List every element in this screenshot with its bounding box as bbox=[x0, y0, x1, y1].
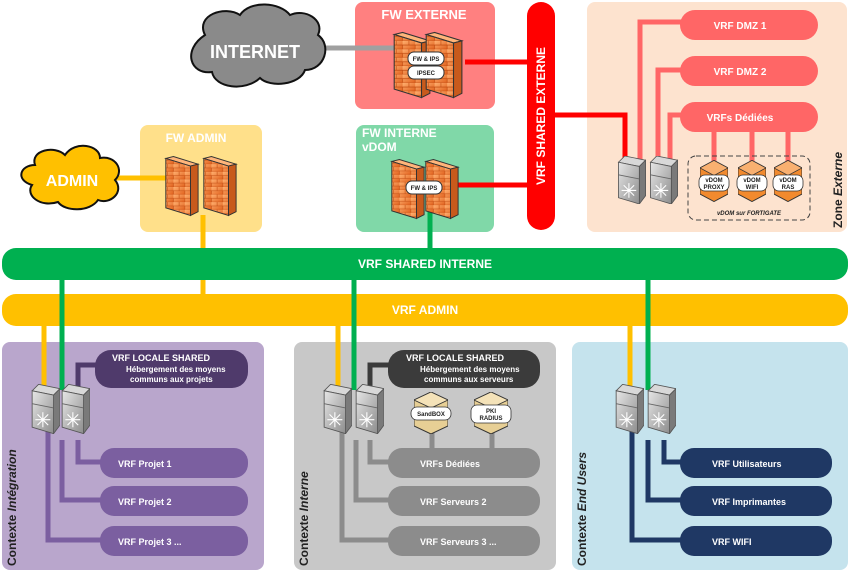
internet-label: INTERNET bbox=[210, 42, 300, 62]
server-pki-radius: PKI RADIUS bbox=[470, 392, 512, 434]
integration-shared-vrf: VRF LOCALE SHARED Hébergement des moyens… bbox=[95, 350, 248, 388]
svg-text:VRF LOCALE SHARED: VRF LOCALE SHARED bbox=[406, 353, 505, 363]
fw-externe-badge-ipsec: IPSEC bbox=[407, 65, 445, 80]
yellow-drops bbox=[41, 326, 633, 342]
vrf-projet-1: VRF Projet 1 bbox=[100, 448, 248, 478]
svg-text:communs aux projets: communs aux projets bbox=[130, 375, 213, 384]
switch-icon bbox=[615, 384, 644, 434]
svg-text:FW & IPS: FW & IPS bbox=[411, 186, 438, 192]
switch-icon bbox=[647, 384, 676, 434]
vrf-shared-interne-bar bbox=[2, 248, 848, 280]
switch-icon bbox=[617, 156, 646, 204]
svg-text:PKI: PKI bbox=[486, 409, 496, 415]
svg-text:VRFs Dédiées: VRFs Dédiées bbox=[707, 113, 774, 124]
svg-text:VRF Imprimantes: VRF Imprimantes bbox=[712, 497, 786, 507]
switch-icon bbox=[649, 156, 678, 204]
vdom-wifi: vDOM WIFI bbox=[736, 160, 768, 202]
server-sandbox: SandBOX bbox=[410, 392, 452, 434]
svg-text:Hébergement des moyens: Hébergement des moyens bbox=[126, 365, 226, 374]
vrf-admin-bar bbox=[2, 294, 848, 326]
svg-text:VRFs Dédiées: VRFs Dédiées bbox=[420, 459, 480, 469]
switch-icon bbox=[355, 384, 384, 434]
vrf-admin-label: VRF ADMIN bbox=[392, 303, 458, 317]
fw-interne-subtitle: vDOM bbox=[362, 140, 397, 154]
svg-text:VRF WIFI: VRF WIFI bbox=[712, 537, 752, 547]
zone-externe-link bbox=[550, 112, 628, 160]
svg-text:VRF Utilisateurs: VRF Utilisateurs bbox=[712, 459, 782, 469]
svg-text:SandBOX: SandBOX bbox=[417, 412, 445, 418]
vrf-wifi: VRF WIFI bbox=[680, 526, 832, 556]
svg-text:VRF LOCALE SHARED: VRF LOCALE SHARED bbox=[112, 353, 211, 363]
vrf-projet-3: VRF Projet 3 ... bbox=[100, 526, 248, 556]
firewall-icon bbox=[203, 156, 237, 216]
svg-text:WIFI: WIFI bbox=[746, 185, 759, 191]
svg-text:vDOM: vDOM bbox=[779, 178, 796, 184]
vrf-serveurs-2: VRF Serveurs 2 bbox=[388, 486, 540, 516]
svg-text:PROXY: PROXY bbox=[703, 185, 724, 191]
switch-icon bbox=[61, 384, 90, 434]
svg-text:VRF DMZ 2: VRF DMZ 2 bbox=[714, 67, 767, 78]
svg-text:Hébergement des moyens: Hébergement des moyens bbox=[420, 365, 520, 374]
interne-shared-link bbox=[367, 362, 392, 390]
svg-text:VRF DMZ 1: VRF DMZ 1 bbox=[714, 21, 767, 32]
admin-cloud: ADMIN bbox=[20, 144, 120, 211]
interne-shared-vrf: VRF LOCALE SHARED Hébergement des moyens… bbox=[388, 350, 540, 388]
vdom-ras: vDOM RAS bbox=[772, 160, 804, 202]
svg-text:VRF Projet 3 ...: VRF Projet 3 ... bbox=[118, 537, 182, 547]
contexte-integration-title: Contexte Intégration bbox=[5, 449, 19, 566]
internet-cloud: INTERNET bbox=[190, 3, 327, 88]
vrfs-dediees-externe: VRFs Dédiées bbox=[680, 102, 818, 132]
firewall-icon bbox=[165, 156, 199, 216]
fw-externe-title: FW EXTERNE bbox=[381, 7, 467, 22]
svg-text:VRF Serveurs 3 ...: VRF Serveurs 3 ... bbox=[420, 537, 497, 547]
contexte-end-users-title: Contexte End Users bbox=[575, 452, 589, 566]
vrf-imprimantes: VRF Imprimantes bbox=[680, 486, 832, 516]
svg-text:VRF Projet 2: VRF Projet 2 bbox=[118, 497, 172, 507]
admin-label: ADMIN bbox=[46, 173, 98, 190]
vrf-shared-externe-bar bbox=[527, 2, 555, 230]
svg-text:RAS: RAS bbox=[782, 185, 795, 191]
zone-externe-title: Zone Externe bbox=[831, 152, 845, 228]
fw-admin-title: FW ADMIN bbox=[166, 131, 227, 145]
svg-text:FW & IPS: FW & IPS bbox=[413, 57, 440, 63]
fw-interne-title: FW INTERNE bbox=[362, 126, 437, 140]
vrf-shared-interne-label: VRF SHARED INTERNE bbox=[358, 257, 492, 271]
integration-links bbox=[45, 430, 105, 543]
vdom-proxy: vDOM PROXY bbox=[698, 160, 730, 202]
end-users-links bbox=[629, 430, 685, 543]
switch-icon bbox=[31, 384, 60, 434]
integration-shared-link bbox=[75, 362, 98, 390]
vdom-caption: vDOM sur FORTIGATE bbox=[717, 211, 782, 217]
vrf-dmz-1: VRF DMZ 1 bbox=[680, 10, 818, 40]
switch-icon bbox=[323, 384, 352, 434]
vdom-fortigate-group bbox=[687, 155, 811, 221]
vrf-dmz-2: VRF DMZ 2 bbox=[680, 56, 818, 86]
vrf-serveurs-3: VRF Serveurs 3 ... bbox=[388, 526, 540, 556]
svg-text:IPSEC: IPSEC bbox=[417, 71, 436, 77]
vrf-projet-2: VRF Projet 2 bbox=[100, 486, 248, 516]
vrfs-dediees-interne: VRFs Dédiées bbox=[388, 448, 540, 478]
fw-interne-panel bbox=[356, 125, 494, 232]
contexte-interne-title: Contexte Interne bbox=[297, 471, 311, 566]
vrf-shared-externe-label: VRF SHARED EXTERNE bbox=[534, 47, 548, 185]
svg-text:RADIUS: RADIUS bbox=[479, 416, 502, 422]
fw-externe-badge-fwips: FW & IPS bbox=[407, 51, 445, 66]
svg-text:communs aux serveurs: communs aux serveurs bbox=[424, 375, 514, 384]
vrf-utilisateurs: VRF Utilisateurs bbox=[680, 448, 832, 478]
svg-text:vDOM: vDOM bbox=[743, 178, 760, 184]
svg-text:VRF Projet 1: VRF Projet 1 bbox=[118, 459, 172, 469]
fw-interne-badge-fwips: FW & IPS bbox=[405, 180, 443, 195]
svg-text:VRF Serveurs 2: VRF Serveurs 2 bbox=[420, 497, 487, 507]
green-crossings bbox=[59, 280, 651, 342]
svg-text:vDOM: vDOM bbox=[705, 178, 722, 184]
